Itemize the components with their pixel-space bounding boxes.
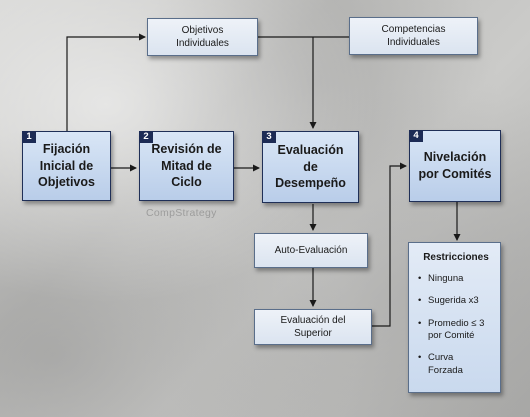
restricciones-list: Ninguna Sugerida x3 Promedio ≤ 3 por Com… [418,273,494,377]
restriccion-item: Promedio ≤ 3 por Comité [418,318,494,343]
arrow-fijacion-to-objetivos [66,33,146,131]
evaluacion-superior-label: Evaluación del Superior [280,315,346,339]
objetivos-individuales-box: Objetivos Individuales [147,18,258,56]
watermark: CompStrategy [146,207,217,219]
competencias-individuales-box: Competencias Individuales [349,17,478,55]
competencias-individuales-label: Competencias Individuales [381,24,446,48]
restriccion-item: Sugerida x3 [418,295,494,308]
evaluacion-superior-box: Evaluación del Superior [254,309,372,345]
restriccion-item: Curva Forzada [418,352,494,377]
step-3-box: 3 Evaluación de Desempeño [262,131,359,203]
step-1-number: 1 [22,131,36,143]
step-1-label: Fijación Inicial de Objetivos [38,141,95,190]
objetivos-individuales-label: Objetivos Individuales [176,25,229,49]
auto-evaluacion-box: Auto-Evaluación [254,233,368,268]
auto-evaluacion-label: Auto-Evaluación [274,245,348,256]
step-2-number: 2 [139,131,153,143]
step-3-label: Evaluación de Desempeño [275,142,346,191]
step-2-box: 2 Revisión de Mitad de Ciclo [139,131,234,201]
step-3-number: 3 [262,131,276,143]
step-4-number: 4 [409,130,423,142]
restricciones-title: Restricciones [423,252,489,263]
restriccion-item: Ninguna [418,273,494,286]
step-1-box: 1 Fijación Inicial de Objetivos [22,131,111,201]
restricciones-box: Restricciones Ninguna Sugerida x3 Promed… [408,242,501,393]
step-4-box: 4 Nivelación por Comités [409,130,501,202]
step-4-label: Nivelación por Comités [418,150,492,181]
step-2-label: Revisión de Mitad de Ciclo [151,141,222,190]
arrow-superior-to-step4 [372,162,407,327]
